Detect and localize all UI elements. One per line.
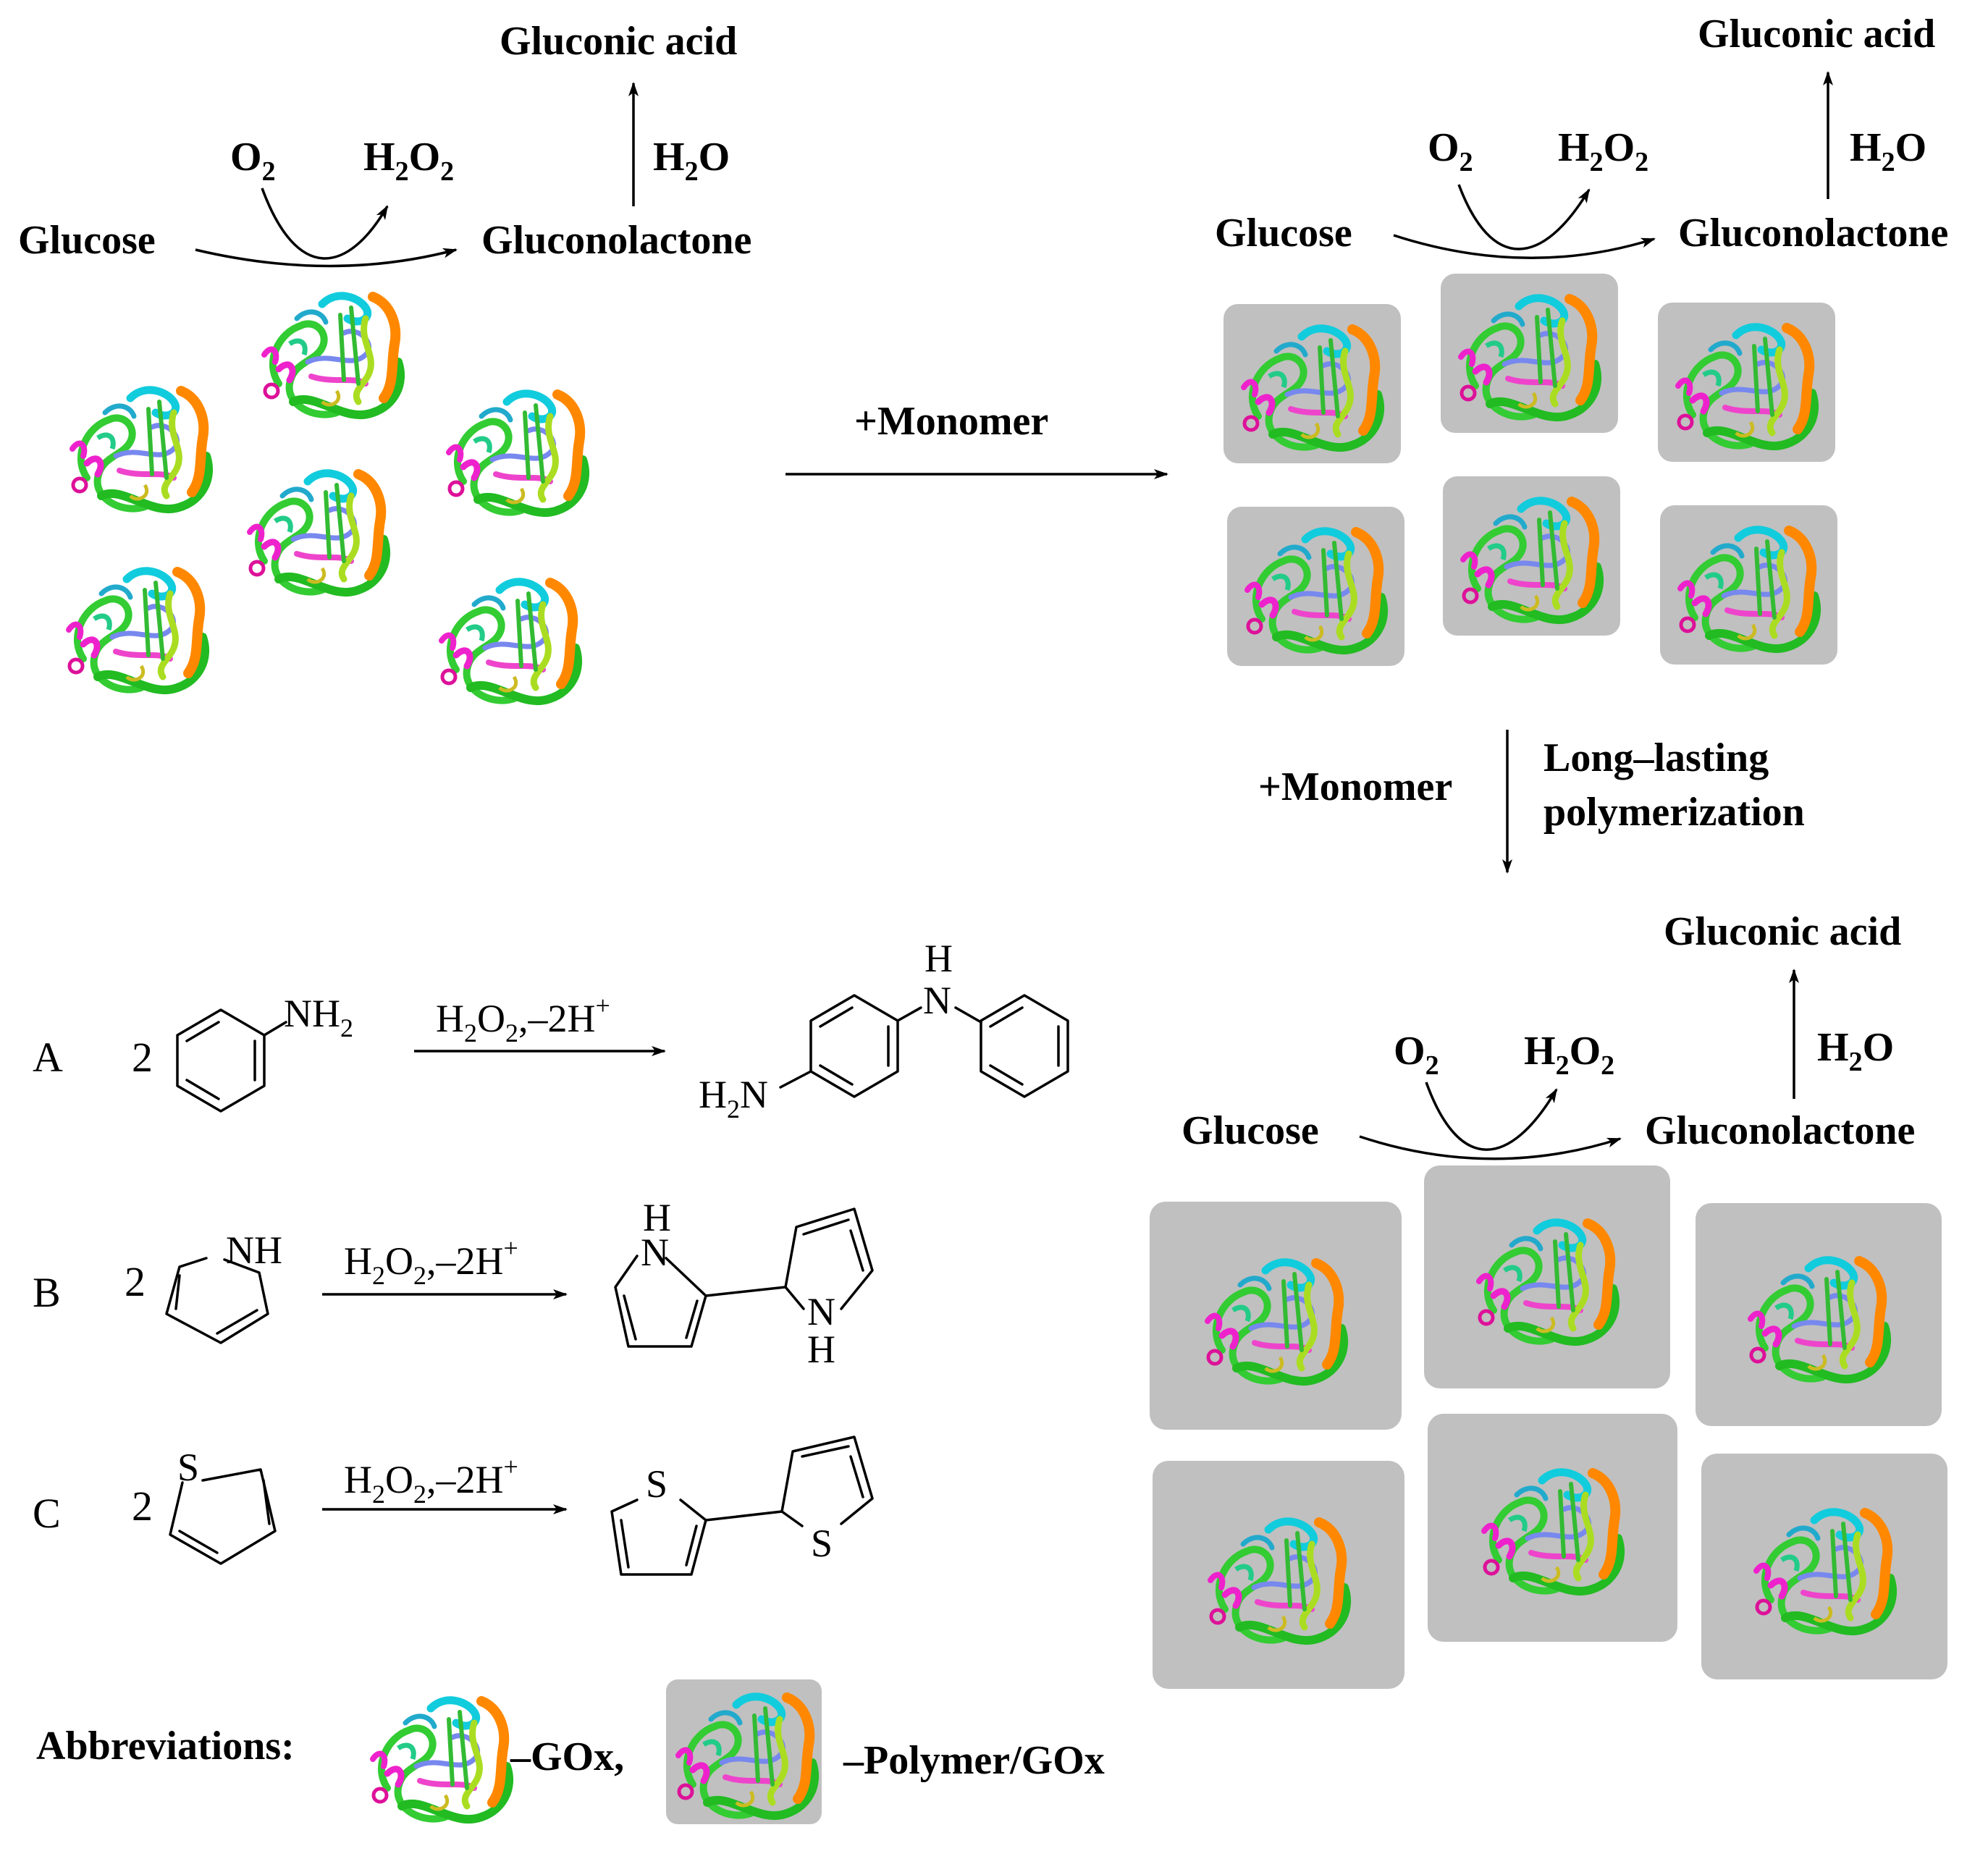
polymerization-label: polymerization xyxy=(1543,790,1805,835)
glucose-to-lactone-arrow xyxy=(1359,1135,1622,1160)
glucose-to-lactone-arrow xyxy=(195,248,458,268)
top-right-reaction: Glucose Gluconolactone Gluconic acid O2 … xyxy=(1215,12,1948,259)
h2o2-label: H2O2 xyxy=(1558,125,1648,177)
o2-consumption-arrow xyxy=(1425,1081,1558,1151)
gluconolactone-label: Gluconolactone xyxy=(1678,211,1948,256)
o2-label: O2 xyxy=(1428,125,1473,177)
h2o2-label: H2O2 xyxy=(1524,1029,1614,1081)
gox-enzyme xyxy=(438,575,583,706)
o2-consumption-arrow xyxy=(1457,184,1591,250)
coefficient: 2 xyxy=(132,1483,153,1530)
o2-label: O2 xyxy=(230,135,276,187)
nh-hydrogen: H xyxy=(807,1328,835,1371)
gox-enzyme xyxy=(261,290,405,420)
polymer-gox-legend-label: –Polymer/GOx xyxy=(843,1738,1105,1783)
gox-legend-label: –GOx, xyxy=(510,1734,624,1779)
free-gox-cluster xyxy=(65,290,590,706)
gox-enzyme xyxy=(1460,494,1604,625)
gox-enzyme xyxy=(1204,1256,1349,1386)
sulfur-atom: S xyxy=(177,1446,199,1489)
abbreviations-legend: Abbreviations: –GOx, –Polymer/GOx xyxy=(36,1679,1105,1824)
gox-enzyme xyxy=(1457,292,1602,422)
gluconolactone-label: Gluconolactone xyxy=(1645,1108,1915,1153)
gox-enzyme xyxy=(1244,525,1389,655)
top-left-reaction: Glucose Gluconolactone Gluconic acid O2 … xyxy=(18,19,751,268)
glucose-label: Glucose xyxy=(1215,211,1352,256)
nh-hydrogen: H xyxy=(643,1196,671,1239)
gox-enzyme xyxy=(1675,321,1819,451)
dimer-structure: H N H2N xyxy=(699,937,1069,1123)
gox-enzyme xyxy=(1753,1506,1898,1636)
bottom-right-reaction: Glucose Gluconolactone Gluconic acid O2 … xyxy=(1182,909,1915,1160)
h2o2-label: H2O2 xyxy=(363,135,454,187)
sulfur-atom: S xyxy=(811,1522,833,1565)
reaction-condition: H2O2,–2H+ xyxy=(344,1452,518,1509)
gox-enzyme xyxy=(1475,1216,1620,1346)
amine-group: NH2 xyxy=(284,992,353,1042)
reaction-condition: H2O2,–2H+ xyxy=(344,1234,518,1290)
polymer-gox-legend-icon xyxy=(675,1690,820,1821)
aniline-structure: NH2 xyxy=(176,992,353,1113)
nh-nitrogen: N xyxy=(923,979,951,1022)
amine-group: H2N xyxy=(699,1073,768,1123)
gox-enzyme xyxy=(1207,1515,1352,1645)
coefficient: 2 xyxy=(132,1034,153,1081)
nh-nitrogen: N xyxy=(641,1231,669,1274)
reaction-b: B 2 NH H2O2,–2H+ H N N H xyxy=(33,1196,874,1371)
h2o-label: H2O xyxy=(1850,125,1926,177)
gox-enzyme xyxy=(246,467,391,597)
glucose-to-lactone-arrow xyxy=(1393,234,1656,259)
gox-enzyme xyxy=(445,387,590,518)
bipyrrole-structure: H N N H xyxy=(614,1196,874,1371)
reaction-a: A 2 NH2 H2O2,–2H+ H N xyxy=(33,937,1069,1123)
monomer-label: +Monomer xyxy=(854,399,1048,444)
gox-enzyme xyxy=(1747,1254,1892,1384)
gox-enzyme xyxy=(65,565,210,695)
nh-hydrogen: H xyxy=(924,937,953,980)
row-letter: A xyxy=(33,1034,63,1081)
polymer-gox-thick-cluster xyxy=(1150,1165,1947,1689)
h2o-label: H2O xyxy=(1817,1025,1894,1077)
reaction-condition: H2O2,–2H+ xyxy=(436,991,610,1047)
nh-group: NH xyxy=(226,1228,282,1272)
gluconic-acid-label: Gluconic acid xyxy=(1664,909,1901,954)
thiophene-structure: S xyxy=(169,1446,277,1565)
gluconic-acid-label: Gluconic acid xyxy=(1698,12,1935,56)
row-letter: C xyxy=(33,1490,61,1537)
gox-enzyme xyxy=(69,384,214,514)
o2-label: O2 xyxy=(1394,1029,1439,1081)
gluconolactone-label: Gluconolactone xyxy=(481,218,751,263)
polymer-gox-thin-cluster xyxy=(1223,274,1837,666)
abbreviations-title: Abbreviations: xyxy=(36,1724,295,1768)
h2o-label: H2O xyxy=(653,135,730,187)
long-lasting-label: Long–lasting xyxy=(1543,735,1769,780)
o2-consumption-arrow xyxy=(261,187,389,260)
pyrrole-structure: NH xyxy=(165,1228,282,1344)
gox-enzyme xyxy=(1677,523,1821,654)
long-polymerization-step: +Monomer Long–lasting polymerization xyxy=(1258,730,1805,874)
nh-nitrogen: N xyxy=(807,1290,835,1333)
glucose-label: Glucose xyxy=(1182,1108,1319,1153)
gluconic-acid-label: Gluconic acid xyxy=(500,19,737,64)
monomer-label: +Monomer xyxy=(1258,764,1452,809)
gox-legend-icon xyxy=(369,1694,514,1824)
reaction-c: C 2 S H2O2,–2H+ S S xyxy=(33,1435,874,1576)
row-letter: B xyxy=(33,1269,61,1316)
sulfur-atom: S xyxy=(646,1462,667,1506)
bithiophene-structure: S S xyxy=(610,1435,874,1576)
gox-enzyme xyxy=(1240,322,1385,452)
coefficient: 2 xyxy=(125,1258,146,1305)
monomer-addition-step: +Monomer xyxy=(785,399,1168,479)
gox-enzyme xyxy=(1481,1466,1625,1596)
glucose-label: Glucose xyxy=(18,218,156,263)
